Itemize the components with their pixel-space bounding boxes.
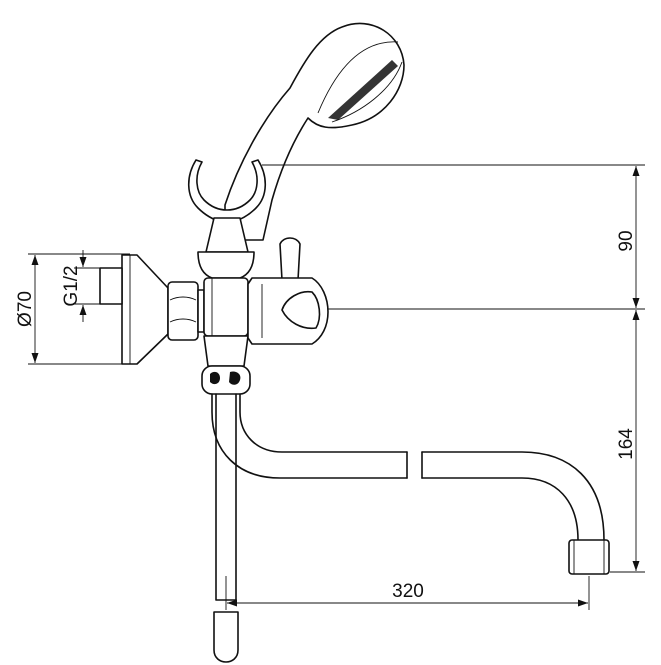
hex-nut: [167, 281, 205, 341]
label-thread: G1/2: [61, 265, 82, 306]
dimension-height-lower: 164: [610, 310, 645, 573]
diverter-lever: [279, 237, 301, 281]
dimension-reach: 320: [225, 576, 590, 610]
label-height-upper: 90: [616, 230, 637, 251]
handle-knob: [247, 277, 329, 345]
spout-pipe: [211, 393, 610, 575]
hand-shower: [224, 22, 405, 241]
label-flange-diameter: Ø70: [15, 291, 36, 327]
label-height-lower: 164: [616, 428, 637, 460]
label-reach: 320: [392, 581, 424, 602]
shower-hose: [213, 393, 239, 663]
wall-flange: [99, 254, 169, 365]
dimension-height-upper: 90: [262, 164, 645, 310]
dimension-flange-diameter: Ø70: [15, 253, 130, 365]
dimension-thread: G1/2: [61, 250, 112, 322]
faucet-body: [201, 277, 251, 395]
